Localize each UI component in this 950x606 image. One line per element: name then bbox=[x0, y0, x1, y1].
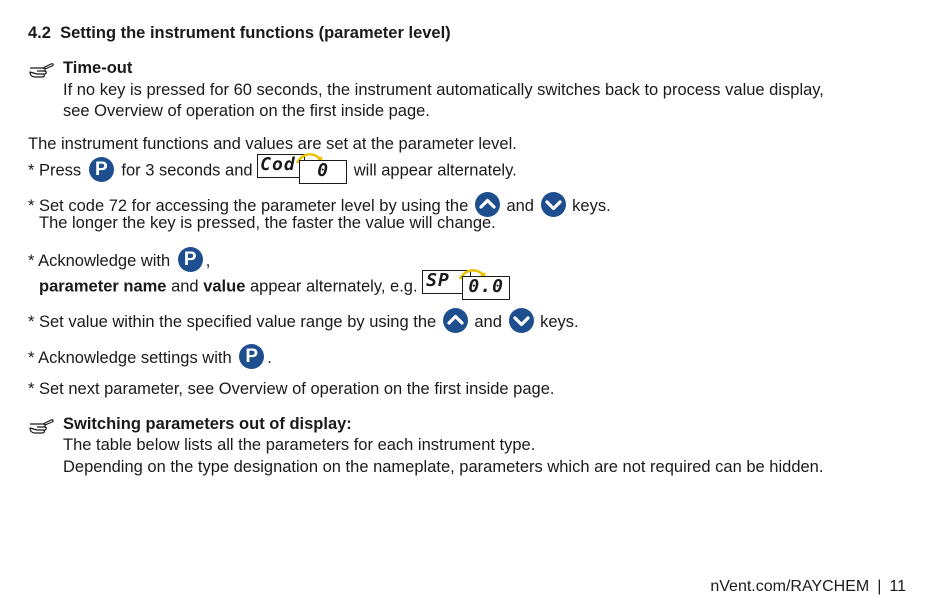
up-key-icon bbox=[474, 192, 500, 217]
pointing-hand-icon bbox=[29, 63, 54, 78]
lcd-parameter-name: Cod bbox=[257, 154, 306, 178]
page-number: 11 bbox=[889, 578, 906, 595]
timeout-line-2: see Overview of operation on the first i… bbox=[63, 102, 430, 120]
footer-separator: | bbox=[877, 578, 882, 595]
down-key-icon bbox=[540, 192, 566, 217]
lcd-value: 0.0 bbox=[462, 276, 511, 300]
step2-suffix: keys. bbox=[572, 196, 611, 215]
intro-text: The instrument functions and values are … bbox=[28, 135, 517, 153]
parameter-name-label: parameter name bbox=[39, 277, 167, 296]
p-key-icon: P bbox=[177, 247, 203, 272]
lcd-display-code: Cod 0 bbox=[257, 153, 349, 184]
lcd-value: 0 bbox=[299, 160, 348, 184]
step1-suffix: will appear alternately. bbox=[353, 161, 517, 180]
down-key-icon bbox=[508, 308, 534, 333]
section-heading: 4.2 Setting the instrument functions (pa… bbox=[28, 24, 451, 43]
step5-prefix: * Acknowledge settings with bbox=[28, 348, 232, 367]
step2-prefix: * Set code 72 for accessing the paramete… bbox=[28, 196, 469, 215]
lcd-display-example: SP 0.0 bbox=[422, 269, 512, 300]
timeout-line-1: If no key is pressed for 60 seconds, the… bbox=[63, 81, 824, 99]
step-next-parameter: * Set next parameter, see Overview of op… bbox=[28, 380, 555, 398]
section-title: Setting the instrument functions (parame… bbox=[60, 24, 451, 42]
step-acknowledge-settings: * Acknowledge settings with P. bbox=[28, 344, 272, 371]
step1-mid: for 3 seconds and bbox=[121, 161, 253, 180]
value-label: value bbox=[203, 277, 246, 296]
switching-title: Switching parameters out of display: bbox=[63, 415, 352, 433]
step3-line-2: parameter name and value appear alternat… bbox=[39, 269, 512, 301]
step-press-p: * Press P for 3 seconds and Cod 0 will a… bbox=[28, 153, 517, 185]
footer-site: nVent.com/RAYCHEM bbox=[710, 578, 870, 595]
step4-suffix: keys. bbox=[540, 312, 579, 331]
p-key-icon: P bbox=[88, 156, 114, 182]
step3-prefix: * Acknowledge with bbox=[28, 251, 171, 270]
up-key-icon bbox=[442, 308, 468, 333]
p-key-icon: P bbox=[239, 344, 265, 369]
step1-prefix: * Press bbox=[28, 161, 82, 180]
step-acknowledge: * Acknowledge with P, bbox=[28, 247, 211, 274]
step4-and: and bbox=[474, 312, 502, 331]
switching-line-1: The table below lists all the parameters… bbox=[63, 436, 536, 454]
step-set-code: * Set code 72 for accessing the paramete… bbox=[28, 192, 611, 219]
timeout-title: Time-out bbox=[63, 59, 133, 77]
pointing-hand-icon bbox=[29, 419, 54, 434]
step2-and: and bbox=[506, 196, 534, 215]
switching-line-2: Depending on the type designation on the… bbox=[63, 458, 824, 476]
step-set-value: * Set value within the specified value r… bbox=[28, 308, 579, 335]
step3-suffix: appear alternately, e.g. bbox=[250, 277, 418, 296]
section-number: 4.2 bbox=[28, 24, 51, 42]
step5-suffix: . bbox=[267, 348, 272, 367]
step2-line-2: The longer the key is pressed, the faste… bbox=[39, 214, 496, 232]
step3-comma: , bbox=[205, 251, 211, 270]
step3-and: and bbox=[171, 277, 199, 296]
step4-prefix: * Set value within the specified value r… bbox=[28, 312, 437, 331]
page-footer: nVent.com/RAYCHEM | 11 bbox=[710, 578, 906, 596]
